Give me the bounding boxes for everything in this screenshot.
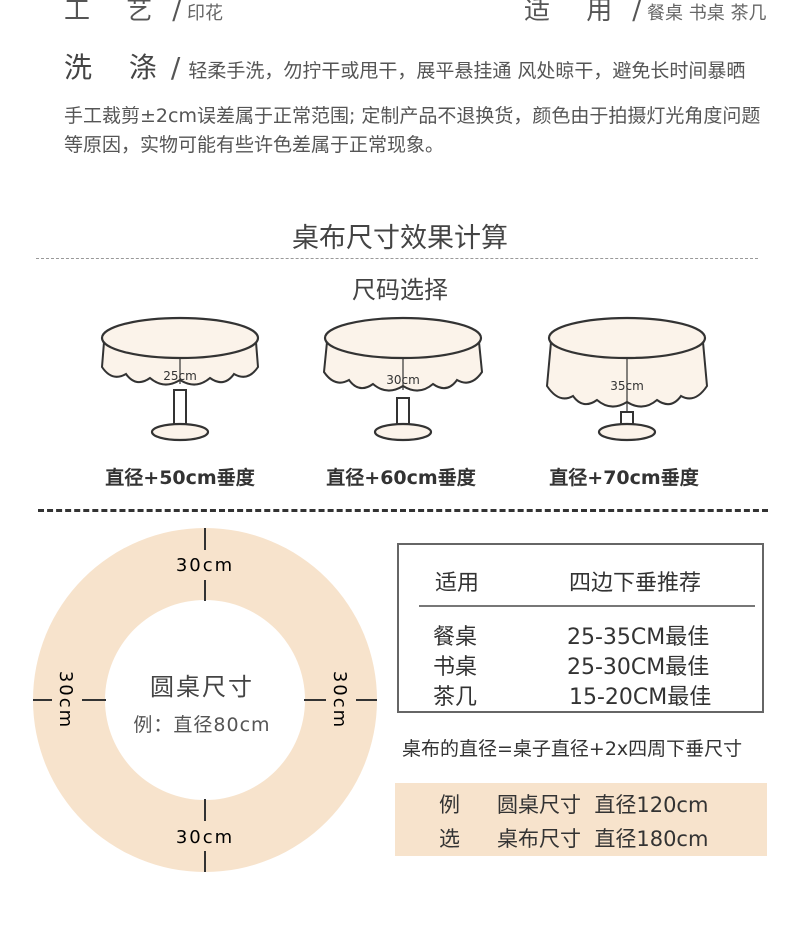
rec-row-use-2: 书桌	[433, 655, 478, 680]
example-key-2: 选	[439, 827, 460, 851]
recommendation-table: 适用 四边下垂推荐 餐桌 25-35CM最佳 书桌 25-30CM最佳 茶几 1…	[397, 543, 764, 713]
table-illustration-3: 35cm	[545, 316, 709, 442]
drop-label-1: 25cm	[163, 369, 197, 383]
drop-label-2: 30cm	[386, 373, 420, 387]
craft-slash: /	[172, 0, 182, 26]
thick-dotted-divider	[38, 509, 768, 512]
table-caption-2: 直径+60cm垂度	[326, 467, 476, 489]
rec-row-range-1: 25-35CM最佳	[567, 625, 710, 650]
rec-header-use: 适用	[435, 571, 480, 596]
rec-header-divider	[419, 605, 755, 607]
wash-value: 轻柔手洗，勿拧干或甩干，展平悬挂通 风处晾干，避免长时间暴晒	[188, 60, 746, 82]
rec-row-use-3: 茶几	[433, 685, 478, 710]
example-value-2: 桌布尺寸 直径180cm	[497, 827, 709, 851]
section-title: 桌布尺寸效果计算	[292, 223, 508, 254]
ring-bottom-label: 30cm	[176, 827, 234, 848]
ring-top-label: 30cm	[176, 555, 234, 576]
usage-value: 餐桌 书桌 茶几	[647, 3, 767, 24]
table-illustration-1: 25cm	[100, 316, 260, 442]
example-key-1: 例	[439, 793, 460, 817]
wash-slash: /	[170, 51, 181, 84]
rec-row-range-2: 25-30CM最佳	[567, 655, 710, 680]
craft-spec: 工 艺/印花	[64, 0, 223, 27]
wash-spec: 洗 涤/ 轻柔手洗，勿拧干或甩干，展平悬挂通 风处晾干，避免长时间暴晒	[64, 46, 745, 86]
usage-slash: /	[632, 0, 642, 26]
diameter-formula: 桌布的直径=桌子直径+2x四周下垂尺寸	[402, 738, 743, 760]
rec-header-drop: 四边下垂推荐	[569, 571, 702, 596]
size-select-title: 尺码选择	[352, 276, 448, 304]
ring-center-example: 例：直径80cm	[133, 714, 270, 736]
craft-value: 印花	[187, 3, 224, 24]
ring-diagram: 30cm 30cm 30cm 30cm 圆桌尺寸 例：直径80cm	[33, 528, 377, 872]
ring-right-label: 30cm	[329, 671, 350, 729]
rec-row-range-3: 15-20CM最佳	[569, 685, 712, 710]
usage-spec: 适 用/餐桌 书桌 茶几	[524, 0, 766, 27]
table-caption-1: 直径+50cm垂度	[105, 467, 255, 489]
table-top-circle	[105, 600, 305, 800]
ring-center-title: 圆桌尺寸	[150, 673, 254, 701]
usage-label: 适 用	[524, 0, 627, 26]
table-caption-3: 直径+70cm垂度	[549, 467, 699, 489]
craft-label: 工 艺	[64, 0, 167, 26]
disclaimer-note: 手工裁剪±2cm误差属于正常范围; 定制产品不退换货，颜色由于拍摄灯光角度问题等…	[64, 105, 761, 156]
wash-label: 洗 涤	[64, 51, 171, 84]
ring-left-label: 30cm	[55, 671, 76, 729]
table-illustration-2: 30cm	[322, 316, 484, 442]
thin-dotted-divider	[36, 258, 758, 259]
drop-label-3: 35cm	[610, 379, 644, 393]
example-value-1: 圆桌尺寸 直径120cm	[497, 793, 709, 817]
example-box: 例 圆桌尺寸 直径120cm 选 桌布尺寸 直径180cm	[395, 783, 767, 856]
rec-row-use-1: 餐桌	[433, 625, 478, 650]
